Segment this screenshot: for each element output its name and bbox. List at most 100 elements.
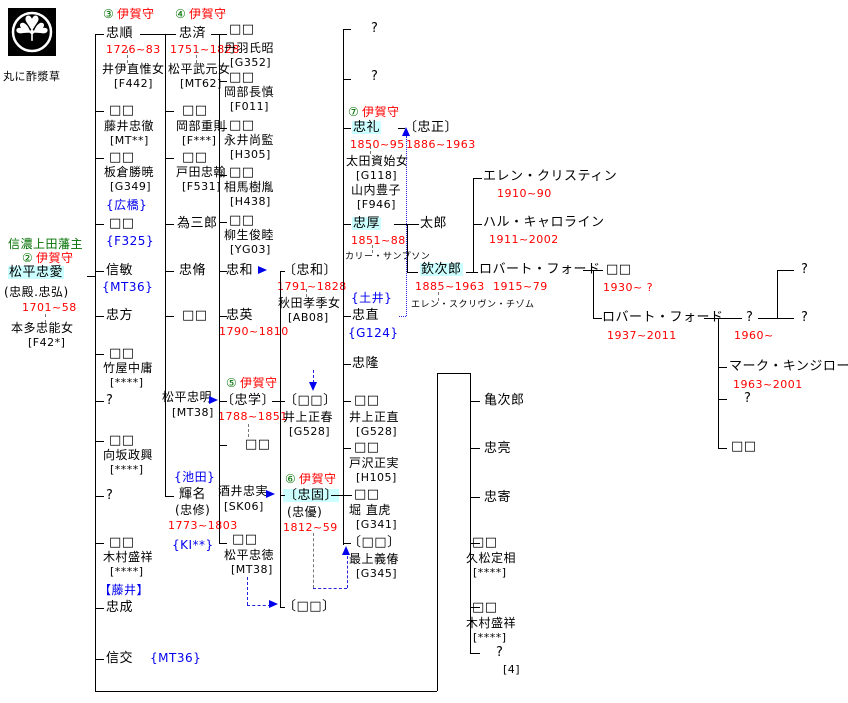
person-name: 太郎	[420, 216, 448, 231]
adoption-link-line	[313, 370, 314, 383]
tree-line	[140, 34, 165, 35]
tree-line	[219, 401, 227, 402]
person-name: □□	[109, 103, 135, 118]
person-name: 信交	[106, 651, 134, 666]
person-name: 本多忠能女	[11, 321, 74, 335]
adoption-arrow-icon	[269, 600, 278, 608]
life-dates: 1726~83	[106, 43, 161, 56]
tree-line	[470, 543, 480, 544]
person-name: 久松定相	[466, 551, 517, 565]
person-name: 〔□□〕	[283, 599, 336, 614]
person-name: 忠寄	[484, 490, 512, 505]
person-name: 柳生俊睦	[224, 228, 275, 242]
tree-line	[718, 318, 719, 448]
person-name: 井伊直惟女	[102, 62, 165, 76]
person-name: 忠亮	[484, 441, 512, 456]
tree-line	[95, 496, 104, 497]
tree-line	[219, 316, 227, 317]
tree-line	[473, 178, 482, 179]
person-name: □□	[229, 213, 255, 228]
life-dates: 1963~2001	[733, 378, 803, 391]
tree-line	[165, 271, 174, 272]
tree-line	[95, 34, 96, 691]
person-name: □□	[182, 308, 208, 323]
person-name: 太田資始女	[346, 154, 409, 168]
adoption-arrow-icon	[402, 127, 410, 136]
tree-line	[219, 271, 227, 272]
alias-name: (忠優)	[287, 505, 323, 519]
tree-line	[165, 224, 174, 225]
person-name: □□	[109, 216, 135, 231]
person-name: 丹羽氏昭	[224, 41, 275, 55]
adoption-link-line	[196, 50, 197, 63]
honor-title-number: ⑥	[285, 472, 297, 486]
person-name: □□	[232, 532, 258, 547]
person-name: 向坂政興	[103, 448, 154, 462]
person-name: □□	[354, 440, 380, 455]
crest-label: 丸に酢漿草	[3, 70, 61, 83]
spouse-name-small: カリー・サンプソン	[345, 252, 431, 262]
tree-line	[165, 496, 174, 497]
tree-line	[95, 441, 104, 442]
family-code: [****]	[110, 463, 144, 476]
tree-line	[343, 224, 351, 225]
person-name: 忠成	[106, 600, 134, 615]
tree-line	[95, 691, 437, 692]
person-name: 〔□□〕	[284, 393, 337, 408]
person-name: 戸沢正実	[349, 456, 400, 470]
adoption-link-line	[248, 424, 249, 437]
person-name: 〔忠学〕	[221, 393, 276, 408]
tree-line	[777, 318, 794, 319]
person-name: 信敏	[106, 263, 134, 278]
branch-code: {池田}	[174, 470, 216, 484]
family-code: [F442]	[114, 77, 153, 90]
person-name: □□	[472, 535, 498, 550]
tree-line	[777, 270, 778, 318]
tree-line	[219, 445, 227, 446]
person-name: 輝名	[179, 487, 207, 502]
tree-line	[466, 272, 478, 273]
tree-line	[718, 448, 727, 449]
adoption-link-line	[399, 316, 406, 317]
adoption-arrow-icon	[266, 490, 275, 498]
tree-line	[343, 401, 351, 402]
adoption-link-line	[306, 289, 307, 297]
person-name: □□	[245, 437, 271, 452]
family-code: [****]	[473, 566, 507, 579]
tree-line	[165, 158, 174, 159]
honor-title: 伊賀守	[36, 251, 74, 265]
tree-line	[272, 401, 285, 402]
person-name: 堀 直虎	[349, 503, 391, 517]
person-name: 永井尚監	[224, 133, 275, 147]
tree-line	[280, 271, 281, 607]
honor-title-number: ⑤	[226, 376, 238, 390]
branch-code: {広橋}	[106, 198, 148, 212]
person-name: 山内豊子	[351, 183, 402, 197]
person-name: マーク・キンジロー	[729, 359, 848, 374]
person-name: □□	[109, 346, 135, 361]
person-name: □□	[606, 262, 632, 277]
person-name: □□	[109, 535, 135, 550]
tree-line	[470, 373, 471, 653]
tree-line	[95, 354, 104, 355]
tree-line	[407, 272, 418, 273]
tree-line	[758, 318, 777, 319]
tree-line	[343, 543, 351, 544]
life-dates: 1911~2002	[489, 233, 559, 246]
branch-code: {F325}	[106, 234, 155, 248]
person-name: 秋田孝季女	[278, 296, 341, 310]
family-code: [H105]	[356, 471, 397, 484]
honor-title: 伊賀守	[117, 7, 155, 21]
life-dates: 1790~1810	[219, 325, 289, 338]
tree-line	[473, 178, 474, 272]
person-name: 亀次郎	[484, 393, 525, 408]
tree-line	[343, 316, 351, 317]
person-name: ロバート・フォード	[479, 262, 601, 277]
tree-line	[280, 271, 285, 272]
person-name: エレン・クリスティン	[483, 169, 618, 184]
tree-line	[165, 34, 166, 496]
tree-line	[593, 270, 594, 318]
alias-name: (忠修)	[175, 503, 211, 517]
tree-line	[95, 224, 104, 225]
tree-line	[165, 316, 174, 317]
